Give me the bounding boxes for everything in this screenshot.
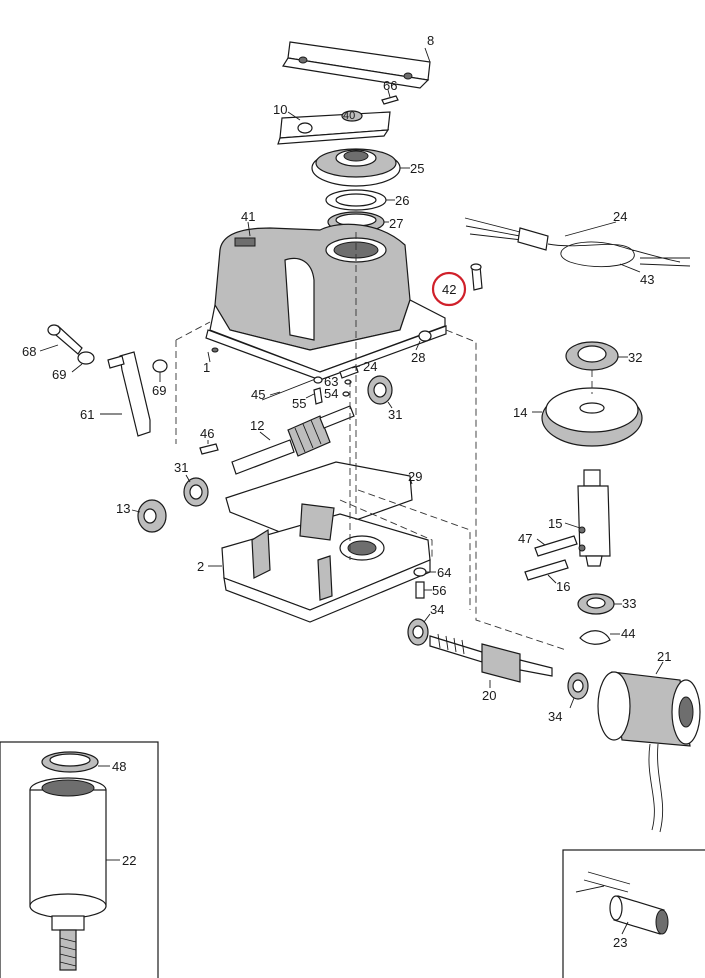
label-33: 33 — [622, 596, 636, 611]
label-23: 23 — [613, 935, 627, 950]
label-68: 68 — [22, 344, 36, 359]
label-41: 41 — [241, 209, 255, 224]
label-12: 12 — [250, 418, 264, 433]
label-55: 55 — [292, 396, 306, 411]
part-46-pin — [199, 440, 219, 455]
inset-box-right — [562, 849, 705, 978]
label-21: 21 — [657, 649, 671, 664]
part-21-stator — [597, 661, 701, 833]
label-27: 27 — [389, 216, 403, 231]
label-13: 13 — [116, 501, 130, 516]
label-69-left: 69 — [52, 367, 66, 382]
label-31-lower: 31 — [174, 460, 188, 475]
part-61-bracket — [100, 351, 151, 437]
label-45: 45 — [251, 387, 265, 402]
label-32: 32 — [628, 350, 642, 365]
label-43: 43 — [640, 272, 654, 287]
part-32-bearing — [565, 341, 628, 371]
part-14-gear — [532, 387, 643, 447]
part-34-bearing-upper — [407, 613, 431, 646]
part-34-bearing-lower — [567, 672, 589, 709]
part-15-shaft — [564, 469, 611, 567]
inset-box-left — [0, 741, 159, 978]
part-20-rotor — [429, 633, 553, 688]
label-15: 15 — [548, 516, 562, 531]
part-13-pinion — [131, 499, 167, 533]
label-40: 40 — [343, 110, 355, 122]
label-24-top: 24 — [613, 209, 627, 224]
label-8: 8 — [427, 33, 434, 48]
label-46: 46 — [200, 426, 214, 441]
label-69-right: 69 — [152, 383, 166, 398]
label-34-lower: 34 — [548, 709, 562, 724]
label-29: 29 — [408, 469, 422, 484]
part-48-seal — [41, 751, 110, 773]
part-55-screw — [305, 387, 323, 405]
part-24-cable-gland — [464, 217, 691, 268]
label-14: 14 — [513, 405, 527, 420]
part-69-nut-right — [152, 359, 168, 382]
part-44-clip — [579, 630, 620, 645]
part-26-washer — [325, 189, 395, 211]
label-20: 20 — [482, 688, 496, 703]
part-45-screw — [261, 376, 323, 401]
highlight-circle-42 — [431, 271, 467, 307]
part-68-bolt — [39, 324, 83, 355]
label-1: 1 — [203, 360, 210, 375]
label-10: 10 — [273, 102, 287, 117]
part-41-housing — [205, 221, 447, 381]
label-26: 26 — [395, 193, 409, 208]
part-69-nut-left — [71, 351, 95, 373]
label-31-upper: 31 — [388, 407, 402, 422]
label-64: 64 — [437, 565, 451, 580]
part-8-top-plate — [282, 41, 431, 89]
label-42: 42 — [442, 282, 456, 297]
part-42-plug — [470, 263, 483, 291]
label-16: 16 — [556, 579, 570, 594]
label-63: 63 — [324, 374, 338, 389]
part-31-bearing-lower — [183, 474, 209, 507]
part-16-key — [524, 559, 569, 584]
label-28: 28 — [411, 350, 425, 365]
part-47-pin — [534, 535, 578, 557]
part-31-bearing-upper — [367, 375, 393, 409]
part-66-pin — [381, 89, 399, 105]
part-12-worm-shaft — [231, 405, 355, 475]
label-25: 25 — [410, 161, 424, 176]
part-27-bearing — [327, 211, 389, 233]
part-28-oring — [415, 330, 432, 351]
label-66: 66 — [383, 78, 397, 93]
leader-1 — [207, 351, 211, 363]
part-22-motor — [29, 777, 120, 971]
label-56: 56 — [432, 583, 446, 598]
part-10-bracket — [277, 110, 391, 145]
part-56-screw — [415, 581, 432, 599]
part-23-capacitor — [575, 871, 669, 935]
label-24-small: 24 — [363, 359, 377, 374]
label-2: 2 — [197, 559, 204, 574]
part-64-washer — [413, 567, 436, 577]
leader-43 — [619, 263, 641, 273]
assembly-guide-lines — [175, 232, 593, 651]
label-61: 61 — [80, 407, 94, 422]
part-54-screw — [342, 391, 350, 397]
label-54: 54 — [324, 386, 338, 401]
label-44: 44 — [621, 626, 635, 641]
label-48: 48 — [112, 759, 126, 774]
label-34-upper: 34 — [430, 602, 444, 617]
label-22: 22 — [122, 853, 136, 868]
part-25-ring — [311, 148, 410, 187]
label-47: 47 — [518, 531, 532, 546]
part-33-bearing — [577, 593, 622, 615]
part-2-lower-housing — [208, 503, 431, 623]
part-29-gasket — [225, 461, 413, 541]
part-63-washer — [344, 379, 352, 385]
